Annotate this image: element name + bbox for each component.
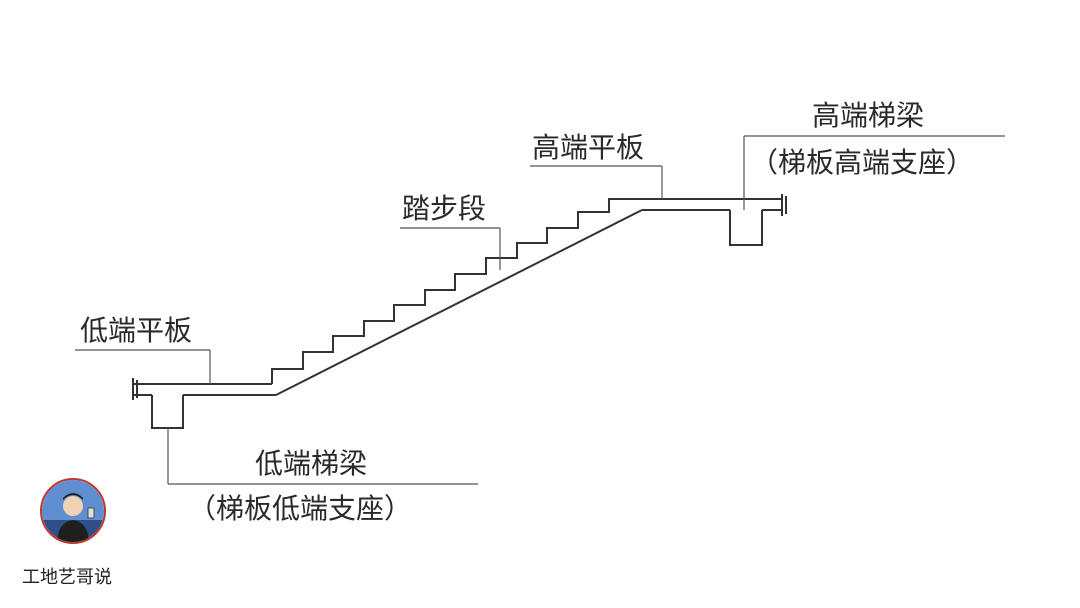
label-high-beam: 高端梯梁 [812, 99, 924, 132]
label-low-platform: 低端平板 [80, 314, 192, 347]
label-low-beam-note: （梯板低端支座） [188, 492, 412, 525]
high-beam [729, 210, 763, 246]
leader-high-beam [743, 135, 1005, 210]
tread-steps [271, 198, 655, 384]
high-platform-slab [642, 194, 787, 216]
leader-low-platform [75, 349, 211, 384]
label-high-beam-note: （梯板高端支座） [750, 146, 974, 179]
label-tread-segment: 踏步段 [402, 192, 486, 225]
label-low-beam: 低端梯梁 [255, 447, 367, 480]
low-platform-slab [132, 378, 276, 400]
leader-high-platform [530, 165, 663, 199]
leader-low-beam [167, 428, 478, 485]
sloped-soffit [275, 209, 643, 396]
low-beam [151, 395, 184, 429]
label-high-platform: 高端平板 [532, 131, 644, 164]
leader-tread-segment [400, 227, 501, 270]
person-avatar-icon [40, 478, 106, 544]
brand-name: 工地艺哥说 [22, 567, 112, 588]
